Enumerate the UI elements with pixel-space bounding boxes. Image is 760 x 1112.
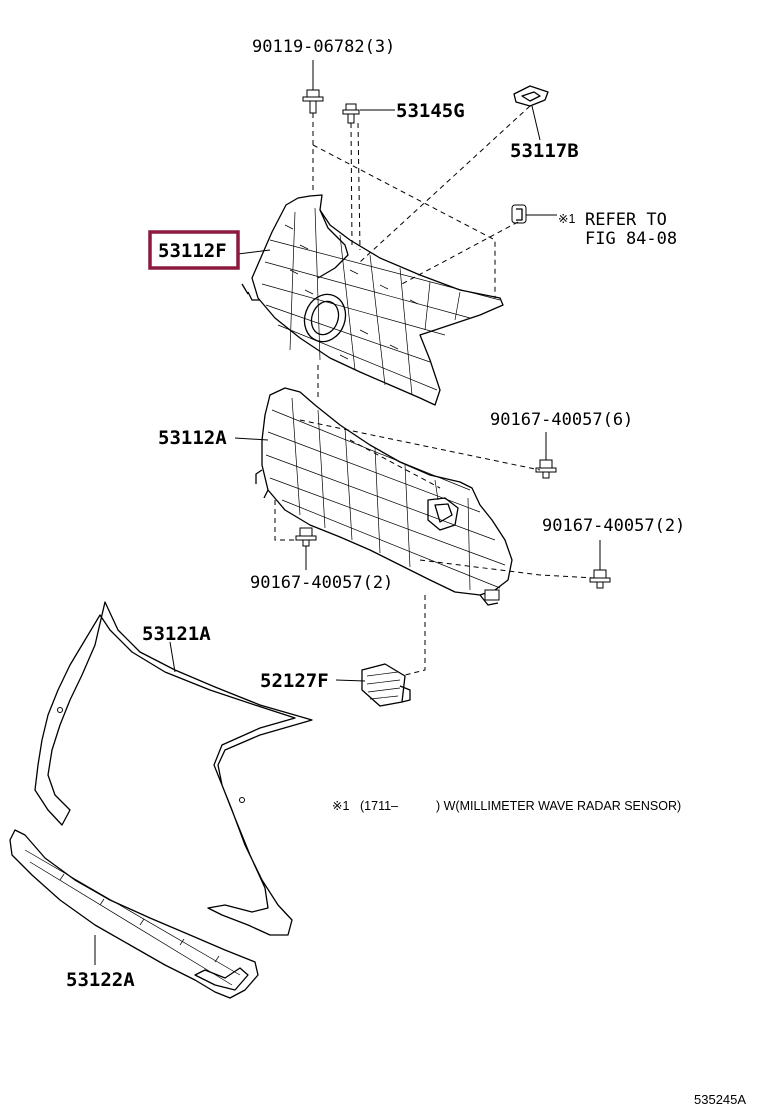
leader-lines [94,60,601,965]
label-53122a: 53122A [66,969,135,991]
screw-right-upper[interactable] [535,459,557,479]
footnote-text: ) W(MILLIMETER WAVE RADAR SENSOR) [436,799,681,813]
highlight-box-53112f [148,230,240,270]
refer-line-2: FIG 84-08 [585,229,677,249]
bracket-53117b[interactable] [513,85,549,107]
screw-left-lower[interactable] [295,527,317,547]
lower-grille-53112a[interactable] [255,387,513,606]
bolt-90119-06782[interactable] [302,89,324,114]
assembly-lines [274,105,596,676]
label-screw-right-upper: 90167-40057(6) [490,410,633,430]
label-screw-left-lower: 90167-40057(2) [250,573,393,593]
footnote-mark: ※1 [332,799,349,813]
molding-53121a[interactable] [34,601,313,936]
label-52127f: 52127F [260,670,329,692]
label-53121a: 53121A [142,623,211,645]
cover-52127f[interactable] [361,663,411,707]
label-screw-right-lower: 90167-40057(2) [542,516,685,536]
label-53112a: 53112A [158,427,227,449]
diagram-code: 535245A [694,1092,746,1107]
molding-53122a[interactable] [9,829,259,999]
refer-mark: ※1 [558,212,575,226]
screw-right-lower[interactable] [589,569,611,589]
label-53145g: 53145G [396,100,465,122]
label-bolt-top: 90119-06782(3) [252,37,395,57]
upper-grille-53112f[interactable] [241,194,504,406]
radar-clip[interactable] [511,204,527,224]
clip-53145g[interactable] [342,103,360,124]
label-53112f[interactable]: 53112F [158,240,227,262]
refer-line-1: REFER TO [585,210,667,230]
label-53117b: 53117B [510,140,579,162]
footnote-date: (1711‒ [360,799,398,813]
